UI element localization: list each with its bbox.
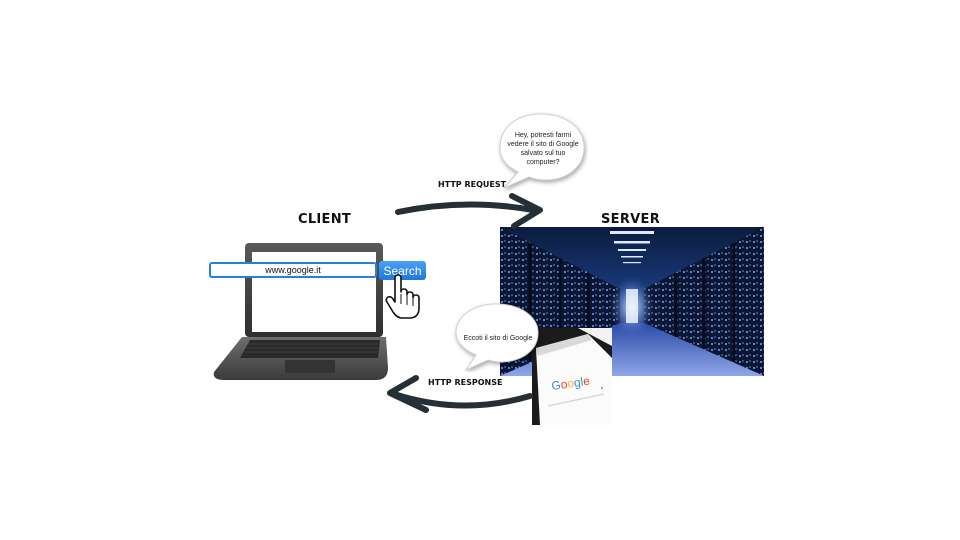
request-arrowhead	[509, 193, 543, 229]
phone-google-image: Google	[532, 328, 612, 425]
response-arrow	[391, 391, 533, 409]
search-button[interactable]: Search	[379, 261, 426, 280]
response-bubble-text: Eccoti il sito di Google	[463, 335, 533, 342]
request-arrow	[395, 201, 536, 215]
url-search-input[interactable]: www.google.it	[209, 262, 377, 278]
google-logo: Google	[550, 374, 591, 393]
server-title: SERVER	[601, 212, 661, 227]
http-request-label: HTTP REQUEST	[438, 180, 507, 189]
url-text: www.google.it	[265, 265, 321, 275]
request-bubble-text: Hey, potresti farmi vedere il sito di Go…	[507, 132, 579, 166]
http-response-label: HTTP RESPONSE	[428, 378, 503, 387]
hand-pointer-icon	[385, 274, 420, 319]
response-arrowhead	[387, 375, 429, 413]
client-title: CLIENT	[298, 212, 352, 227]
request-speech-bubble-shape	[499, 113, 585, 189]
laptop-touchpad	[285, 360, 335, 373]
search-button-label: Search	[383, 263, 422, 278]
response-speech-bubble-shape	[455, 303, 539, 372]
